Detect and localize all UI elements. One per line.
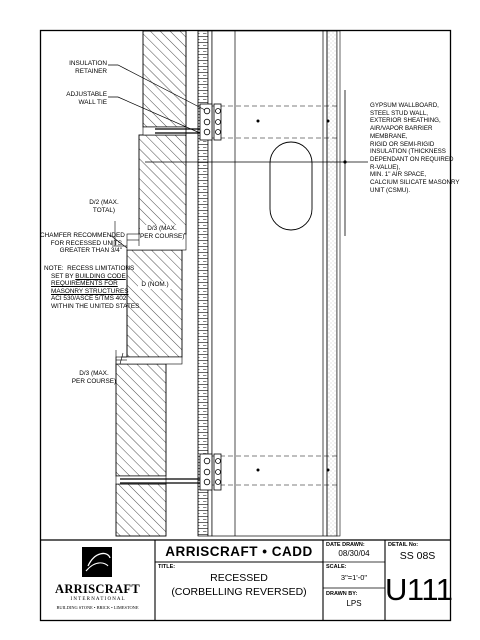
fasteners (256, 119, 330, 472)
stud-cavity (211, 30, 328, 537)
note-line-1: NOTE: RECESS LIMITATIONS (44, 265, 135, 272)
title-line-2: (CORBELLING REVERSED) (171, 586, 307, 598)
drawn-by-value: LPS (346, 599, 362, 608)
logo-sub: I N T E R N A T I O N A L (70, 597, 125, 602)
masonry-unit-2 (138, 134, 187, 235)
adjustable-wall-tie-label: ADJUSTABLE WALL TIE (66, 91, 107, 106)
air-space (185, 31, 199, 536)
note-line-3: REQUIREMENTS FOR (51, 280, 118, 288)
note-building-code: BUILDING CODE (75, 272, 126, 280)
company-heading: ARRISCRAFT • CADD (165, 544, 313, 559)
insulation-retainer-label: INSULATION RETAINER (69, 60, 107, 75)
sheet-number: U111 (385, 572, 453, 607)
scale-value: 3"=1'-0" (340, 573, 368, 582)
sheet-border (39, 29, 452, 622)
wall-tie-bottom (120, 453, 222, 491)
drawn-by-label: DRAWN BY: (326, 591, 358, 597)
gypsum-wallboard (326, 30, 338, 537)
chamfer-label: CHAMFER RECOMMENDED FOR RECESSED UNITS G… (40, 232, 125, 255)
stud-knockout (269, 141, 313, 231)
note-line-5: ACI 530/ASCE 5/TMS 402 (51, 295, 127, 303)
code-note: NOTE: RECESS LIMITATIONS SET BY BUILDING… (44, 265, 140, 311)
d2-max-total-label: D/2 (MAX. TOTAL) (89, 199, 119, 214)
scale-label: SCALE: (326, 564, 347, 570)
wall-assembly-label: GYPSUM WALLBOARD, STEEL STUD WALL, EXTER… (370, 102, 460, 194)
detail-value: SS 08S (399, 550, 436, 562)
d3-max-course-top-label: D/3 (MAX. PER COURSE) (140, 225, 185, 241)
title-block-lines (40, 539, 450, 620)
date-label: DATE DRAWN: (326, 542, 365, 548)
logo-tagline: BUILDING STONE • BRICK • LIMESTONE (56, 605, 139, 610)
detail-label: DETAIL No: (388, 542, 419, 548)
masonry-unit-bottom (115, 483, 167, 537)
masonry-unit-top (142, 30, 187, 128)
date-value: 08/30/04 (338, 549, 370, 558)
title-line-1: RECESSED (210, 572, 268, 584)
arriscraft-logo (82, 547, 112, 577)
note-line-6: WITHIN THE UNITED STATES (51, 302, 140, 310)
tie-dashed-lines (212, 105, 340, 486)
wall-tie-top (155, 103, 222, 141)
note-line-2: SET BY BUILDING CODE (44, 272, 126, 281)
dimension-lines (109, 221, 140, 372)
d-nom-label: D (NOM.) (138, 281, 172, 289)
note-line-4: MASONRY STRUCTURES (51, 287, 129, 295)
title-label: TITLE: (158, 564, 176, 570)
d3-max-course-bottom-label: D/3 (MAX. PER COURSE) (71, 370, 117, 385)
logo-name: ARRISCRAFT (55, 582, 140, 596)
note-set-by: SET BY (51, 272, 76, 280)
callout-leaders (108, 64, 206, 134)
masonry-unit-4 (115, 363, 167, 477)
